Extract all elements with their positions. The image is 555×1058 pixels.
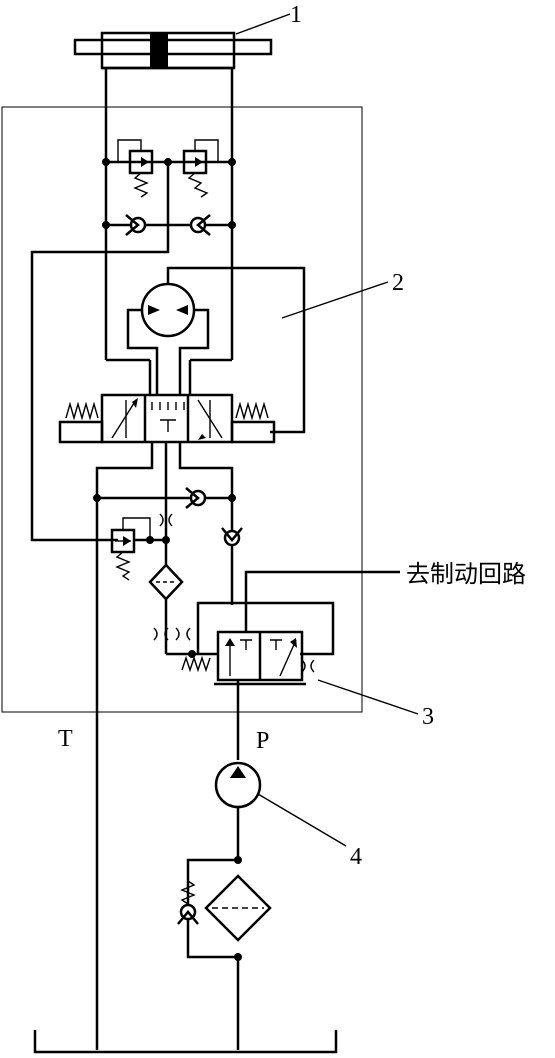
hydraulic-motor	[126, 266, 306, 434]
label-brake-circuit: 去制动回路	[406, 560, 526, 588]
tank	[33, 1030, 338, 1054]
hydraulic-pump	[214, 761, 262, 860]
brake-valve	[166, 570, 400, 760]
shuttle-check-valve	[93, 487, 243, 605]
directional-valve	[58, 393, 276, 444]
suction-filter	[177, 856, 272, 1050]
label-3: 3	[422, 704, 434, 730]
label-2: 2	[392, 270, 404, 296]
label-4: 4	[350, 844, 362, 870]
label-port-p: P	[256, 728, 269, 754]
check-valve-pair	[102, 214, 236, 236]
label-port-t: T	[58, 726, 73, 752]
leader-line-2	[281, 281, 389, 319]
relief-valve-lower	[110, 517, 170, 581]
relief-valve-pair	[102, 139, 236, 225]
leader-line-4	[257, 793, 347, 847]
pilot-filter	[148, 540, 196, 658]
leader-line-1	[235, 13, 291, 35]
label-1: 1	[290, 2, 302, 28]
valve-block-frame	[1, 106, 363, 713]
hydraulic-cylinder	[73, 31, 273, 70]
leader-line-3	[317, 679, 419, 715]
